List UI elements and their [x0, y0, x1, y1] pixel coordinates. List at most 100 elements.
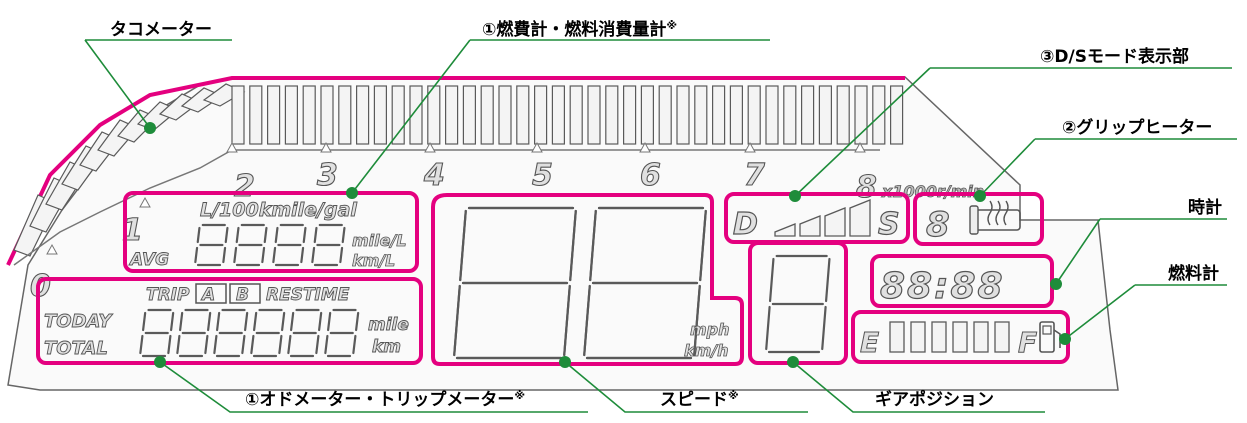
- rpm-tick: [639, 141, 651, 153]
- leader-ds-mode: [794, 67, 1232, 197]
- speed-box: [431, 193, 744, 366]
- tachometer-segment: [658, 85, 672, 145]
- tachometer-segment: [267, 85, 281, 145]
- callout-odo-trip: ①オドメーター・トリップメーター※: [245, 389, 526, 410]
- fuel-pump-icon: [1039, 321, 1061, 353]
- grip-heater-icon: [969, 200, 1021, 235]
- tachometer-segment: [551, 85, 566, 145]
- rpm-number: 6: [640, 158, 661, 193]
- trip-b-frame: [229, 283, 261, 304]
- ds-bar: [849, 199, 871, 237]
- tachometer-segment: [445, 85, 459, 145]
- tachometer-segment: [783, 85, 797, 145]
- avg-label: AVG: [128, 250, 169, 270]
- odo-digit: [287, 308, 323, 358]
- trip-a-label: A: [200, 285, 215, 305]
- rpm-number: 8: [856, 170, 877, 205]
- callout-ds-mode: ③D/Sモード表示部: [1040, 47, 1189, 67]
- callout-clock: 時計: [1188, 198, 1222, 218]
- rpm-number: 7: [744, 158, 765, 193]
- mode-d: D: [733, 207, 758, 242]
- trip-a-frame: [195, 283, 227, 304]
- rpm-number: 2: [234, 169, 255, 204]
- today-label: TODAY: [44, 311, 113, 332]
- speed-unit-mph: mph: [690, 320, 730, 339]
- rpm-tick: [139, 196, 151, 208]
- tachometer-segment: [320, 85, 334, 145]
- leader-lines: [84, 39, 1237, 413]
- tachometer-segment: [729, 85, 744, 145]
- fuel-f: F: [1018, 326, 1037, 359]
- odo-digit: [324, 308, 360, 358]
- odo-digits: [139, 308, 360, 358]
- unit-mile-l: mile/L: [352, 231, 407, 250]
- leader-dots: [144, 122, 1071, 368]
- restime-label: RESTIME: [266, 285, 350, 305]
- rpm-number: 5: [532, 158, 553, 193]
- rpm-tick: [46, 243, 58, 255]
- tachometer-segment: [854, 85, 868, 145]
- tachometer-segment: [409, 85, 423, 145]
- fuel-consumption-box: [123, 191, 419, 273]
- tachometer-segment: [872, 85, 886, 145]
- mode-s: S: [878, 207, 900, 242]
- leader-odo-trip: [159, 361, 588, 413]
- leader-fuel-consumption: [351, 39, 770, 194]
- avg-digits: [194, 223, 346, 267]
- avg-digit: [233, 223, 268, 267]
- callout-gear-position: ギアポジション: [875, 390, 994, 410]
- rpm-tick: [226, 141, 238, 153]
- ds-bars: [774, 199, 871, 237]
- tachometer-segment: [533, 85, 548, 145]
- tachometer-segment: [818, 85, 833, 145]
- leader-grip-heater: [979, 138, 1237, 197]
- tachometer-segment: [765, 85, 779, 145]
- tachometer-segment: [747, 85, 761, 145]
- fuel-e: E: [860, 326, 879, 359]
- clock-digits: 88:88: [880, 266, 1005, 307]
- tachometer-segment: [284, 85, 298, 145]
- odo-digit: [139, 308, 175, 358]
- rpm-tick: [424, 141, 436, 153]
- tachometer-bars: [13, 83, 904, 257]
- grip-digit: 8: [926, 205, 950, 245]
- unit-mile: mile: [368, 315, 409, 335]
- fuel-bar: [931, 321, 947, 353]
- tachometer-segment: [462, 85, 476, 145]
- tachometer-highlight: [6, 76, 905, 266]
- rpm-number: 0: [30, 269, 51, 304]
- rpm-number: 4: [423, 158, 445, 193]
- fuel-bar: [994, 321, 1010, 353]
- leader-fuel-gauge: [1064, 284, 1227, 340]
- rpm-tick: [854, 141, 866, 153]
- callout-speed: スピード※: [660, 389, 739, 410]
- rpm-number: 3: [317, 158, 338, 193]
- rpm-tick: [744, 141, 756, 153]
- tachometer-segment: [427, 85, 441, 145]
- avg-digit: [272, 223, 307, 267]
- ds-bar: [774, 223, 796, 237]
- ds-bar: [824, 207, 846, 237]
- leader-speed: [564, 361, 808, 413]
- rpm-scale: [13, 141, 880, 266]
- odo-digit: [213, 308, 249, 358]
- gear-digit-segments: [765, 254, 831, 354]
- tachometer-segment: [338, 85, 352, 145]
- tachometer-segment: [800, 85, 815, 145]
- tachometer-segment: [711, 85, 726, 145]
- fuel-bar: [973, 321, 989, 353]
- callout-fuel-gauge: 燃料計: [1168, 264, 1219, 284]
- tachometer-segment: [302, 85, 316, 145]
- avg-digit: [194, 223, 229, 267]
- tachometer-segment: [373, 85, 387, 145]
- speed-digit: [583, 206, 707, 360]
- tachometer-segment: [569, 85, 583, 145]
- tachometer-segment: [480, 85, 494, 145]
- fuel-units-top: L/100kmile/gal: [200, 199, 357, 221]
- leader-clock: [1055, 218, 1227, 285]
- trip-label: TRIP: [146, 285, 190, 305]
- rpm-tick: [320, 141, 332, 153]
